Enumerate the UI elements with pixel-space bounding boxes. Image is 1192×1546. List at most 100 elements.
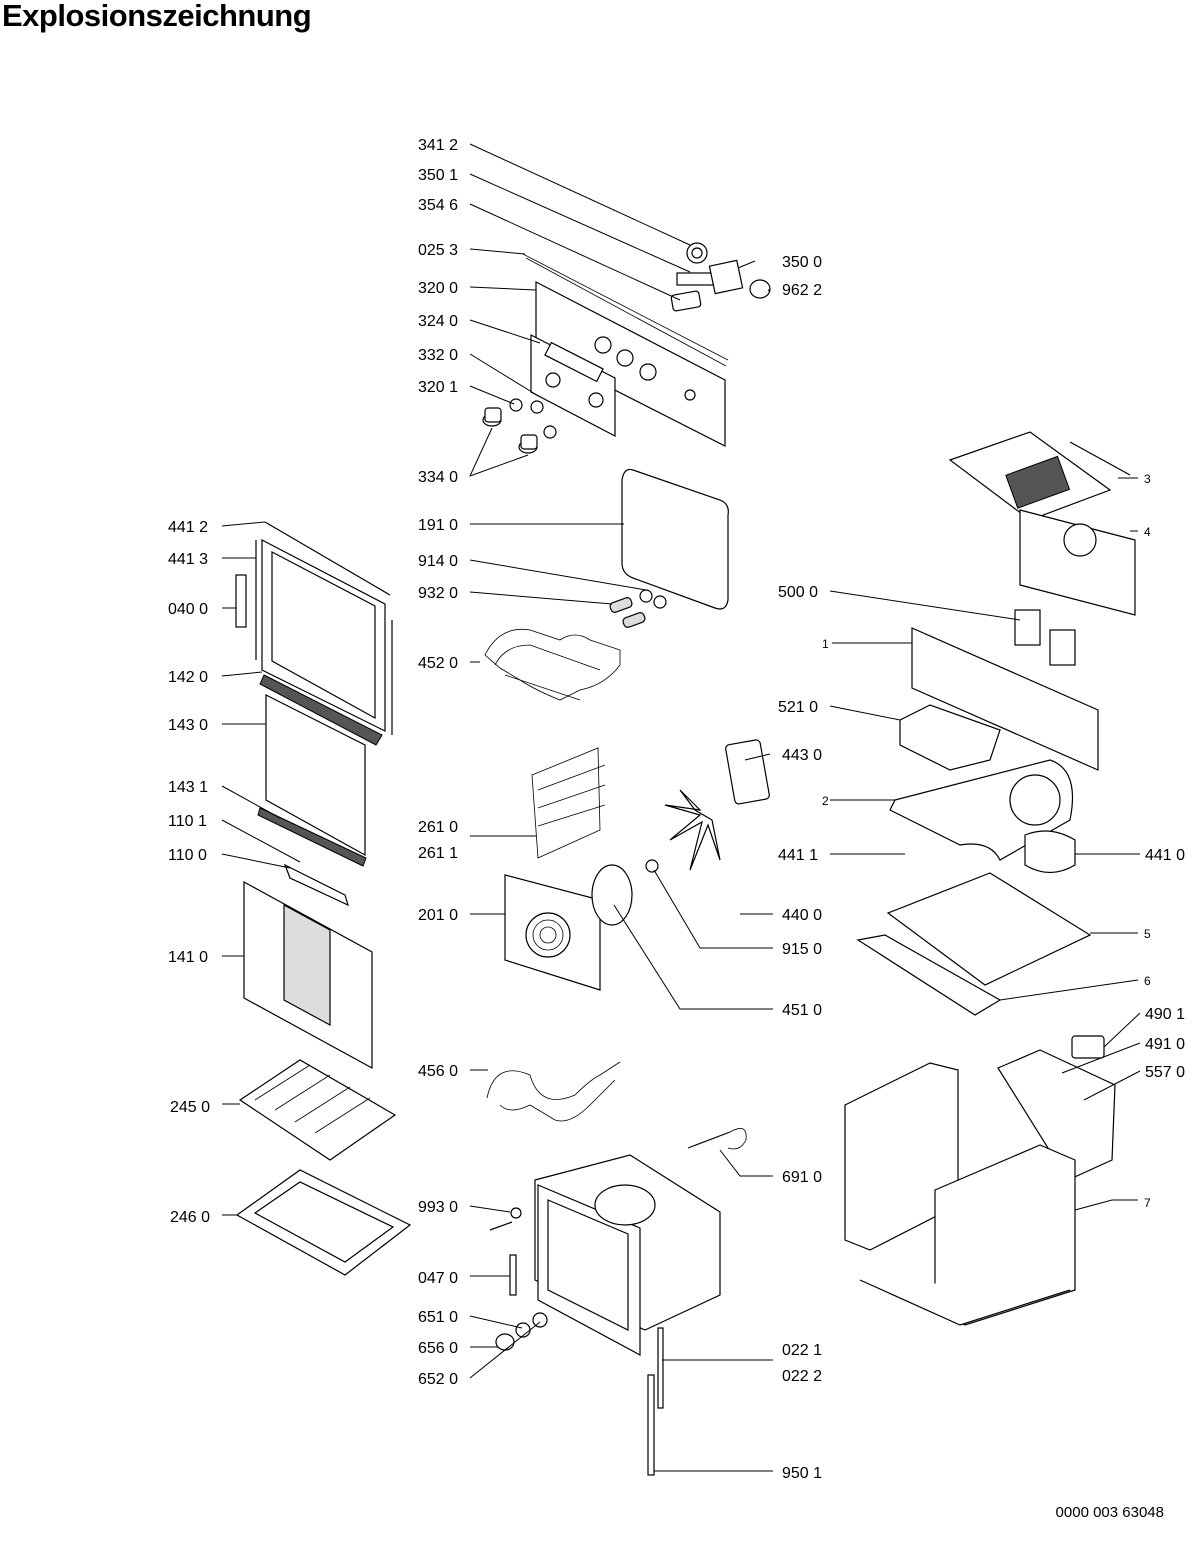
leader-line xyxy=(469,286,537,291)
part-number-label: 143 0 xyxy=(168,717,208,734)
leader-line xyxy=(221,671,263,677)
part-number-label: 914 0 xyxy=(418,553,458,570)
part-number-label: 320 0 xyxy=(418,280,458,297)
oven-racks xyxy=(235,1059,412,1276)
document-number: 0000 003 63048 xyxy=(1055,1504,1164,1521)
part-number-label: 350 0 xyxy=(782,254,822,271)
leader-line xyxy=(719,1149,773,1177)
fan-motor-assembly xyxy=(645,739,1076,874)
leader-line xyxy=(469,248,526,255)
part-number-label: 320 1 xyxy=(418,379,458,396)
part-number-label: 441 1 xyxy=(778,847,818,864)
leader-line xyxy=(1061,1042,1141,1074)
leader-line xyxy=(1074,1199,1138,1211)
parts-drawing xyxy=(235,242,1136,1476)
leader-line xyxy=(221,785,281,819)
assembly-number-label: 4 xyxy=(1144,525,1151,539)
part-number-label: 962 2 xyxy=(782,282,822,299)
part-number-label: 332 0 xyxy=(418,347,458,364)
part-number-label: 324 0 xyxy=(418,313,458,330)
part-number-label: 500 0 xyxy=(778,584,818,601)
leader-line xyxy=(653,869,773,949)
part-number-label: 491 0 xyxy=(1145,1036,1185,1053)
leader-line xyxy=(469,353,541,398)
part-number-label: 521 0 xyxy=(778,699,818,716)
part-number-label: 993 0 xyxy=(418,1199,458,1216)
assembly-number-label: 5 xyxy=(1144,927,1151,941)
part-number-label: 451 0 xyxy=(782,1002,822,1019)
part-number-label: 452 0 xyxy=(418,655,458,672)
leader-line xyxy=(221,819,301,863)
leader-line xyxy=(469,1315,523,1329)
part-number-label: 245 0 xyxy=(170,1099,210,1116)
part-number-label: 656 0 xyxy=(418,1340,458,1357)
top-heater-452 xyxy=(484,628,621,701)
assembly-number-label: 6 xyxy=(1144,974,1151,988)
part-number-label: 110 1 xyxy=(168,813,207,830)
part-number-label: 142 0 xyxy=(168,669,208,686)
part-number-label: 557 0 xyxy=(1145,1064,1185,1081)
leader-line xyxy=(1083,1070,1141,1101)
assembly-number-label: 1 xyxy=(822,637,829,651)
part-number-label: 932 0 xyxy=(418,585,458,602)
part-number-label: 490 1 xyxy=(1145,1006,1185,1023)
part-number-label: 341 2 xyxy=(418,137,458,154)
leader-line xyxy=(469,1321,541,1379)
insulation-plates xyxy=(856,872,1092,1016)
part-number-label: 191 0 xyxy=(418,517,458,534)
leader-lines xyxy=(221,143,1141,1472)
part-number-label: 022 1 xyxy=(782,1342,822,1359)
part-number-label: 025 3 xyxy=(418,242,458,259)
part-number-label: 040 0 xyxy=(168,601,208,618)
door-assembly xyxy=(235,521,393,1070)
leader-line xyxy=(469,559,647,591)
oven-housing-7 xyxy=(844,1049,1116,1326)
leader-line xyxy=(469,385,515,405)
leader-line xyxy=(221,853,291,869)
leader-line xyxy=(469,427,529,477)
part-number-label: 141 0 xyxy=(168,949,208,966)
part-number-label: 652 0 xyxy=(418,1371,458,1388)
part-number-label: 691 0 xyxy=(782,1169,822,1186)
leader-line xyxy=(469,203,681,301)
part-number-label: 246 0 xyxy=(170,1209,210,1226)
part-number-label: 022 2 xyxy=(782,1368,822,1385)
fan-small-parts xyxy=(609,589,667,628)
leader-line xyxy=(767,288,771,292)
lamp-and-seals xyxy=(489,1207,664,1476)
leader-line xyxy=(469,173,691,273)
leader-line xyxy=(1103,1012,1141,1048)
part-number-label: 143 1 xyxy=(168,779,208,796)
leader-line xyxy=(737,260,756,269)
assembly-number-label: 7 xyxy=(1144,1196,1151,1210)
leader-line xyxy=(469,591,613,605)
oven-cavity xyxy=(534,1154,721,1357)
part-number-label: 261 0 xyxy=(418,819,458,836)
part-number-label: 441 2 xyxy=(168,519,208,536)
temperature-sensor-691 xyxy=(687,1128,747,1150)
part-number-label: 443 0 xyxy=(782,747,822,764)
assembly-number-label: 2 xyxy=(822,794,829,808)
part-number-label: 651 0 xyxy=(418,1309,458,1326)
leader-line xyxy=(613,904,773,1010)
part-number-label: 334 0 xyxy=(418,469,458,486)
part-number-label: 441 0 xyxy=(1145,847,1185,864)
page-title: Explosionszeichnung xyxy=(2,0,312,33)
leader-line xyxy=(744,753,771,761)
control-panel-assembly xyxy=(482,242,771,454)
bottom-heater-456 xyxy=(486,1061,621,1122)
side-rack-261 xyxy=(531,747,606,859)
assembly-number-label: 3 xyxy=(1144,472,1151,486)
leader-line xyxy=(221,521,266,527)
part-number-label: 110 0 xyxy=(168,847,207,864)
part-number-label: 950 1 xyxy=(782,1465,822,1482)
part-number-label: 350 1 xyxy=(418,167,458,184)
part-number-label: 354 6 xyxy=(418,197,458,214)
leader-line xyxy=(829,705,901,721)
part-number-label: 261 1 xyxy=(418,845,458,862)
door-gasket-191 xyxy=(621,468,729,610)
part-number-label: 440 0 xyxy=(782,907,822,924)
top-cover-assembly xyxy=(899,431,1136,771)
leader-line xyxy=(469,143,691,246)
